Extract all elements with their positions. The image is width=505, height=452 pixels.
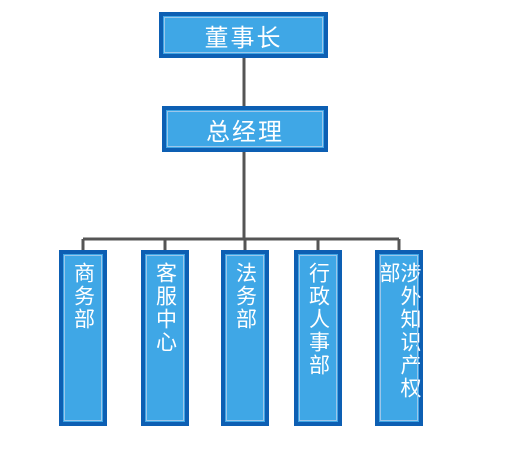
- department-box-legal: 法务部: [221, 250, 269, 426]
- chairman-box: 董事长: [159, 12, 328, 58]
- general-manager-box: 总经理: [162, 106, 328, 152]
- department-box-business: 商务部: [59, 250, 107, 426]
- department-label: 涉外知识产权部: [377, 262, 422, 400]
- general-manager-label: 总经理: [206, 117, 284, 146]
- department-box-admin-hr: 行政人事部: [294, 250, 342, 426]
- department-label: 法务部: [233, 262, 258, 331]
- department-box-customer-service: 客服中心: [141, 250, 189, 426]
- department-label: 商务部: [71, 262, 96, 331]
- department-label: 客服中心: [153, 262, 178, 354]
- department-label: 行政人事部: [306, 262, 331, 377]
- chairman-label: 董事长: [204, 23, 283, 52]
- department-box-foreign-ip: 涉外知识产权部: [375, 250, 423, 426]
